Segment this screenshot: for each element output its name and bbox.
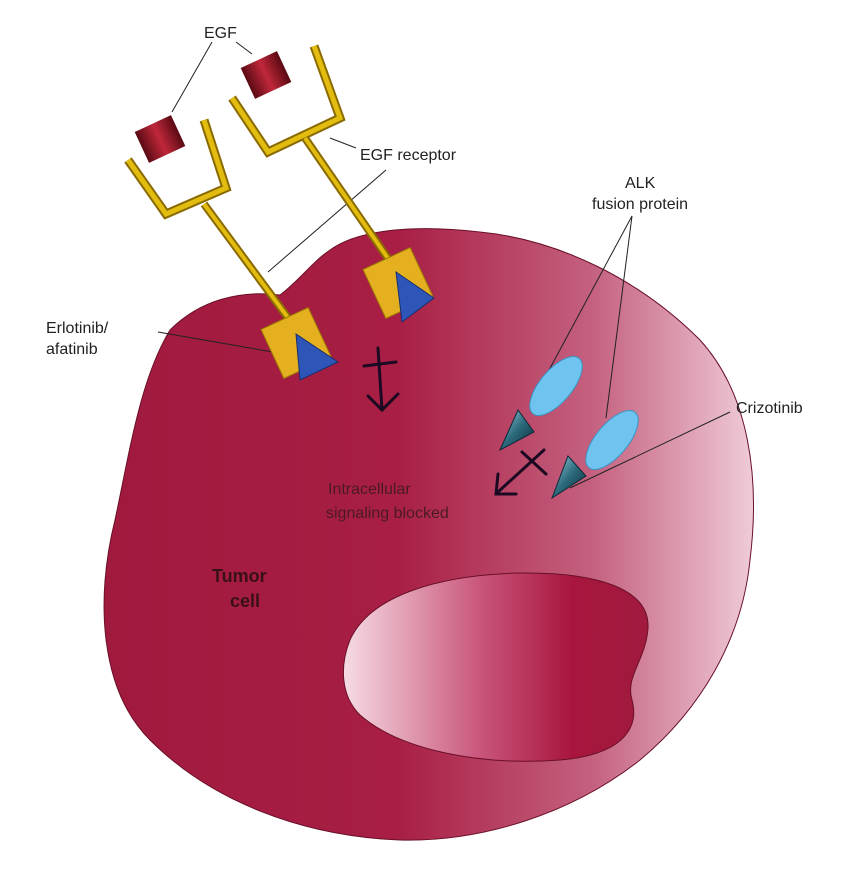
kinase-domain-right — [395, 270, 435, 323]
crizotinib-cone-2 — [550, 455, 587, 500]
alk-fusion-protein-2 — [585, 410, 639, 470]
egf-ligand-left — [134, 115, 186, 163]
label-crizotinib: Crizotinib — [736, 400, 803, 417]
egf-receptor-left — [124, 118, 340, 381]
kinase-domain-left — [295, 333, 340, 381]
nucleus — [342, 572, 649, 762]
crizotinib-cone-1 — [498, 409, 535, 452]
label-erlotinib-line1: Erlotinib/ — [46, 320, 109, 337]
label-tumor-line2: cell — [230, 591, 260, 611]
label-erlotinib-line2: afatinib — [46, 341, 98, 358]
egf-receptor-right — [228, 44, 435, 323]
blocked-arrow-egfr — [362, 346, 400, 413]
label-signal-line1: Intracellular — [328, 481, 411, 498]
egf-ligand-right — [240, 51, 292, 99]
label-alk-line2: fusion protein — [592, 196, 688, 213]
blocked-arrow-alk — [494, 448, 548, 496]
alk-fusion-protein-1 — [529, 356, 583, 416]
label-alk-line1: ALK — [625, 175, 656, 192]
label-signal-line2: signaling blocked — [326, 505, 449, 522]
leader-lines — [157, 41, 731, 489]
label-egf: EGF — [204, 25, 237, 42]
label-tumor-line1: Tumor — [212, 566, 267, 586]
label-egf-receptor: EGF receptor — [360, 147, 457, 164]
